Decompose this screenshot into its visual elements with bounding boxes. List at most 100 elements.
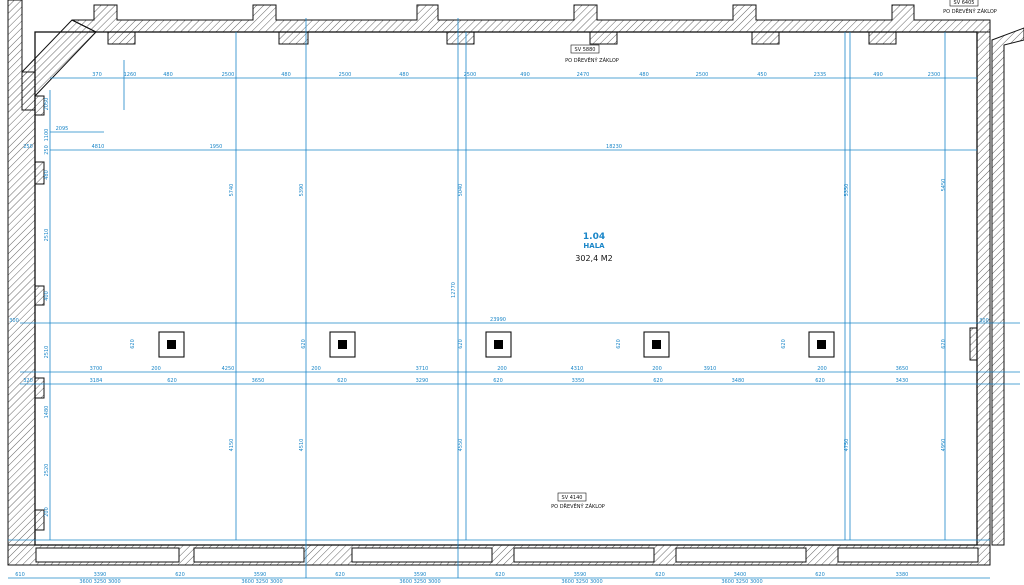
dimension-label: 4250 bbox=[222, 366, 235, 372]
room-number: 1.04 bbox=[583, 232, 605, 242]
dimension-label: 480 bbox=[163, 72, 173, 78]
dimension-label: 3480 bbox=[732, 378, 745, 384]
column bbox=[808, 331, 835, 358]
dimension-label: 2500 bbox=[696, 72, 709, 78]
dimension-label: 3184 bbox=[90, 378, 103, 384]
dimension-label: 2500 bbox=[339, 72, 352, 78]
dimension-label: 5740 bbox=[229, 184, 235, 197]
dimension-label: 3390 bbox=[94, 572, 107, 578]
dimension-label: 3910 bbox=[704, 366, 717, 372]
column bbox=[485, 331, 512, 358]
dimension-label: 2095 bbox=[56, 126, 69, 132]
dimension-label: 620 bbox=[335, 572, 345, 578]
dimension-label: 4310 bbox=[571, 366, 584, 372]
room-area: 302,4 M2 bbox=[575, 254, 612, 263]
dimension-label: 2510 bbox=[44, 229, 50, 242]
dimension-label: 2300 bbox=[928, 72, 941, 78]
bottom-openings bbox=[35, 547, 979, 563]
dimension-label: 3590 bbox=[574, 572, 587, 578]
dimension-label: 250 bbox=[23, 144, 33, 150]
walls bbox=[7, 0, 1024, 566]
dimension-label: 400 bbox=[44, 291, 50, 301]
room-outline bbox=[34, 31, 978, 546]
dimension-label: 480 bbox=[281, 72, 291, 78]
room-name: HALA bbox=[583, 242, 605, 250]
dimension-label: 1950 bbox=[210, 144, 223, 150]
dimension-label: 18230 bbox=[606, 144, 622, 150]
dimension-label: 2500 bbox=[464, 72, 477, 78]
column bbox=[158, 331, 185, 358]
room-label: 1.04 HALA 302,4 M2 bbox=[575, 232, 612, 263]
dimension-label: 3350 bbox=[572, 378, 585, 384]
dimension-label: 4750 bbox=[844, 439, 850, 452]
dimension-label: 620 bbox=[130, 339, 136, 349]
dimension-label: 480 bbox=[639, 72, 649, 78]
dimension-labels: 370 1260 480 2500 480 2500 480 2500 490 2470 480 25… bbox=[9, 72, 989, 585]
dimension-label: 4150 bbox=[229, 439, 235, 452]
dimension-label: 3590 bbox=[414, 572, 427, 578]
tag-top-mid: SV 5880 bbox=[575, 47, 596, 53]
dimension-label: 620 bbox=[495, 572, 505, 578]
tag-box bbox=[557, 492, 587, 502]
dimension-label: 12770 bbox=[451, 282, 457, 298]
dimension-label: 610 bbox=[15, 572, 25, 578]
dimension-label: 620 bbox=[815, 378, 825, 384]
dimension-label: 1260 bbox=[124, 72, 137, 78]
dimension-label: 490 bbox=[873, 72, 883, 78]
dimension-label: 3430 bbox=[896, 378, 909, 384]
top-wall bbox=[71, 4, 991, 45]
dimension-label: 1100 bbox=[44, 129, 50, 142]
dimension-label: 3600 3250 3000 bbox=[561, 579, 602, 585]
note-top-mid: PO DŘEVĚNÝ ZÁKLOP bbox=[565, 56, 619, 64]
dimension-label: 5450 bbox=[941, 179, 947, 192]
dimension-label: 1480 bbox=[44, 406, 50, 419]
dimension-label: 3290 bbox=[416, 378, 429, 384]
dimension-label: 5040 bbox=[458, 184, 464, 197]
dimension-label: 2050 bbox=[44, 98, 50, 111]
dimension-label: 300 bbox=[979, 318, 989, 324]
dimension-label: 2470 bbox=[577, 72, 590, 78]
dimension-label: 480 bbox=[399, 72, 409, 78]
dimension-label: 620 bbox=[655, 572, 665, 578]
dimension-label: 620 bbox=[616, 339, 622, 349]
right-wall bbox=[969, 31, 991, 546]
dimension-label: 3650 bbox=[896, 366, 909, 372]
dimension-label: 2510 bbox=[44, 346, 50, 359]
dimension-label: 620 bbox=[493, 378, 503, 384]
note-top-right: PO DŘEVĚNÝ ZÁKLOP bbox=[943, 7, 997, 15]
dimension-label: 480 bbox=[44, 170, 50, 180]
dimension-label: 450 bbox=[757, 72, 767, 78]
note-bottom-mid: PO DŘEVĚNÝ ZÁKLOP bbox=[551, 502, 605, 510]
dimension-label: 620 bbox=[301, 339, 307, 349]
dimension-label: 200 bbox=[652, 366, 662, 372]
dimension-label: 4510 bbox=[299, 439, 305, 452]
dimension-label: 620 bbox=[175, 572, 185, 578]
column bbox=[643, 331, 670, 358]
columns bbox=[158, 331, 835, 358]
dimension-label: 23990 bbox=[490, 317, 506, 323]
tag-box bbox=[949, 0, 979, 7]
dimension-label: 320 bbox=[23, 378, 33, 384]
dimension-label: 490 bbox=[520, 72, 530, 78]
dimension-label: 200 bbox=[311, 366, 321, 372]
dimension-label: 300 bbox=[9, 318, 19, 324]
dimension-label: 250 bbox=[44, 145, 50, 155]
dimension-label: 620 bbox=[458, 339, 464, 349]
dimension-label: 3710 bbox=[416, 366, 429, 372]
dimension-label: 200 bbox=[44, 507, 50, 517]
dimension-label: 620 bbox=[781, 339, 787, 349]
dimension-label: 3600 3250 3000 bbox=[79, 579, 120, 585]
dimension-label: 3590 bbox=[254, 572, 267, 578]
dimension-label: 620 bbox=[653, 378, 663, 384]
dimension-label: 3650 bbox=[252, 378, 265, 384]
column bbox=[329, 331, 356, 358]
dimension-label: 5390 bbox=[299, 184, 305, 197]
dimension-label: 620 bbox=[167, 378, 177, 384]
dimension-label: 200 bbox=[817, 366, 827, 372]
dimension-label: 370 bbox=[92, 72, 102, 78]
dimension-label: 4810 bbox=[92, 144, 105, 150]
dimension-label: 2335 bbox=[814, 72, 827, 78]
dimension-label: 620 bbox=[941, 339, 947, 349]
dimension-label: 2520 bbox=[44, 464, 50, 477]
